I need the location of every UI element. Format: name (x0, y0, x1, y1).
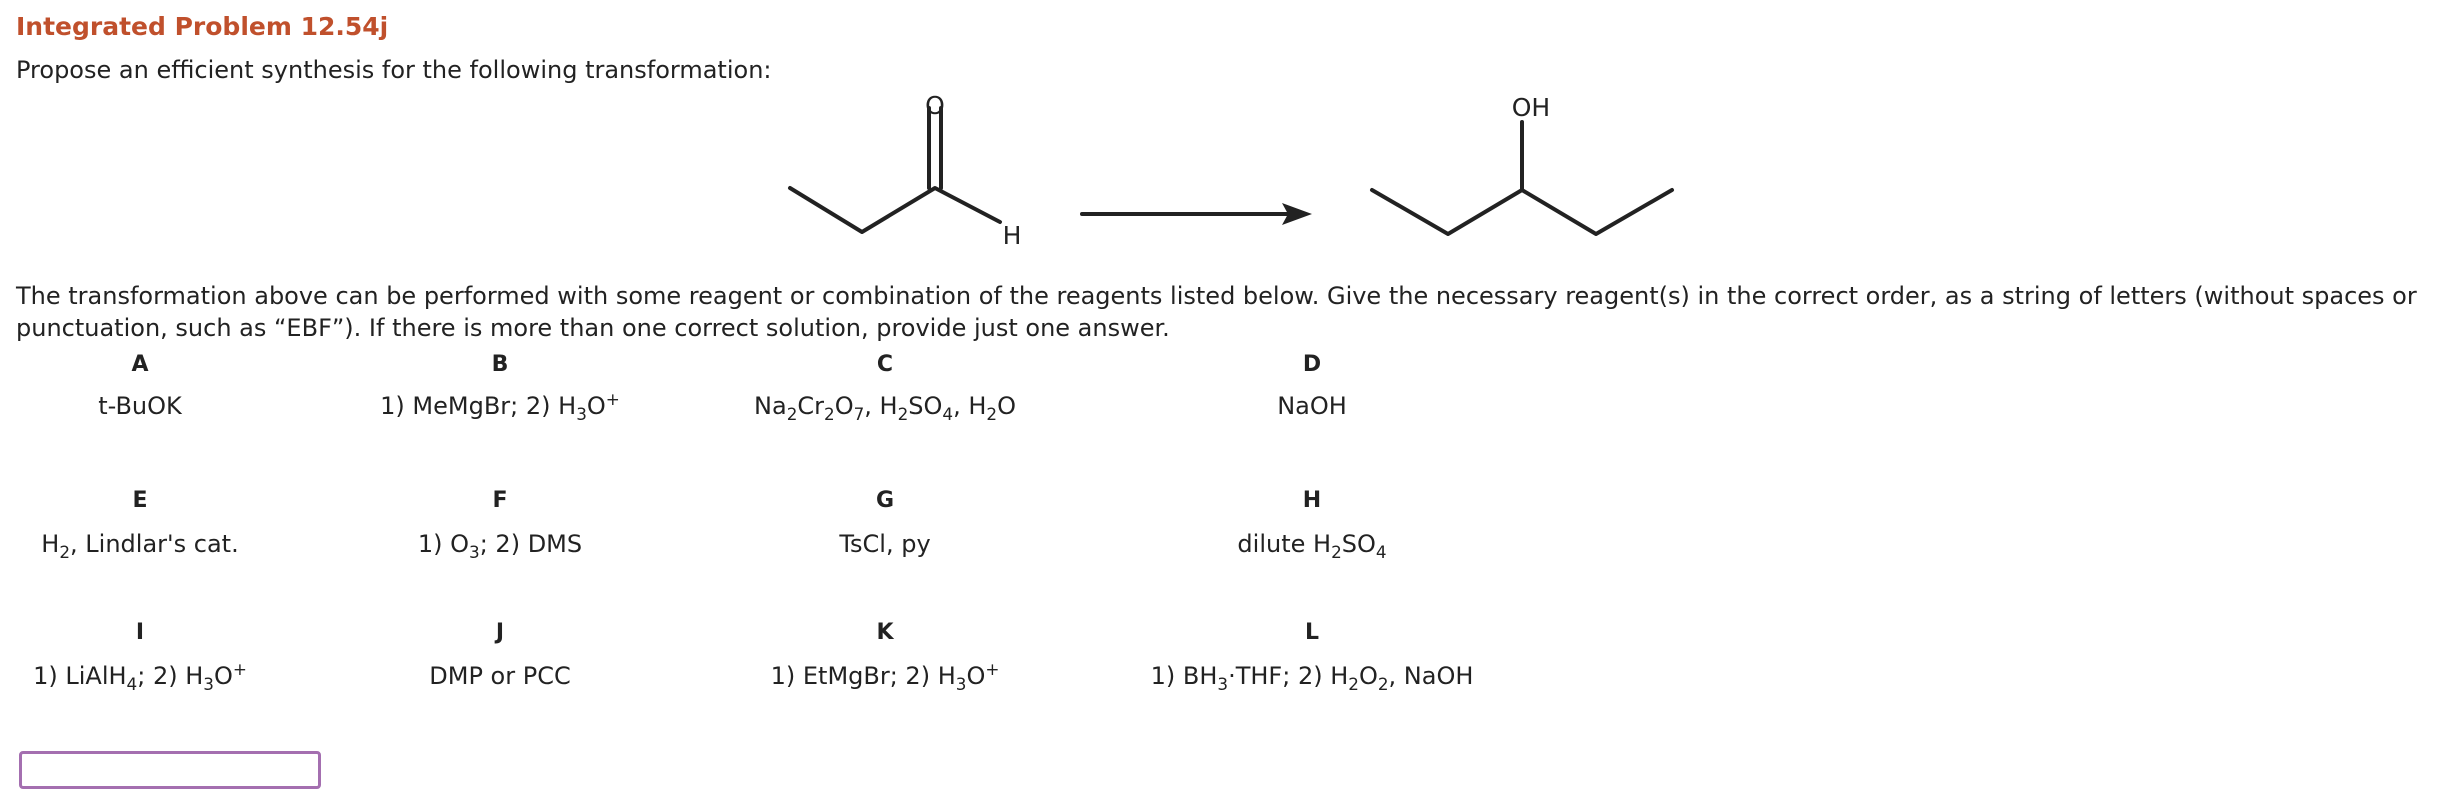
reagent-letter-f: F (492, 488, 508, 513)
product-oh-label: OH (1512, 93, 1550, 122)
reagent-letter-e: E (132, 488, 148, 513)
reagent-letter-h: H (1302, 488, 1322, 513)
reactant-hydrogen-label: H (1003, 221, 1022, 250)
reagent-e: H2, Lindlar's cat. (41, 530, 239, 562)
problem-prompt: Propose an efficient synthesis for the f… (16, 56, 772, 84)
reagent-f: 1) O3; 2) DMS (417, 530, 583, 562)
reagent-c: Na2Cr2O7, H2SO4, H2O (754, 392, 1016, 424)
reagent-letter-k: K (876, 620, 894, 645)
reagent-h: dilute H2SO4 (1237, 530, 1387, 562)
reagent-b: 1) MeMgBr; 2) H3O+ (380, 389, 620, 424)
reactant-oxygen-label: O (925, 91, 945, 120)
reagent-g: TsCl, py (839, 530, 931, 558)
reactant-skeleton (788, 186, 1002, 234)
problem-title: Integrated Problem 12.54j (16, 12, 389, 41)
answer-input[interactable] (19, 751, 321, 789)
reagent-i: 1) LiAlH4; 2) H3O+ (33, 659, 247, 694)
reagent-letter-b: B (491, 352, 509, 377)
reagent-letter-g: G (875, 488, 895, 513)
reagent-l: 1) BH3·THF; 2) H2O2, NaOH (1150, 662, 1474, 694)
problem-instructions: The transformation above can be performe… (16, 282, 2417, 342)
reagent-letter-c: C (876, 352, 894, 377)
reagent-letter-d: D (1302, 352, 1322, 377)
reagent-letter-i: I (135, 620, 145, 645)
product-skeleton (1370, 188, 1674, 236)
reagent-letter-a: A (131, 352, 149, 377)
reagent-j: DMP or PCC (429, 662, 571, 690)
reagent-letter-l: L (1304, 620, 1320, 645)
reagent-letter-j: J (495, 620, 505, 645)
reaction-scheme: O H OH (788, 91, 1674, 250)
reagent-d: NaOH (1277, 392, 1347, 420)
reagent-a: t-BuOK (98, 392, 182, 420)
reagent-k: 1) EtMgBr; 2) H3O+ (770, 659, 1000, 694)
reaction-arrow-head (1282, 203, 1312, 225)
